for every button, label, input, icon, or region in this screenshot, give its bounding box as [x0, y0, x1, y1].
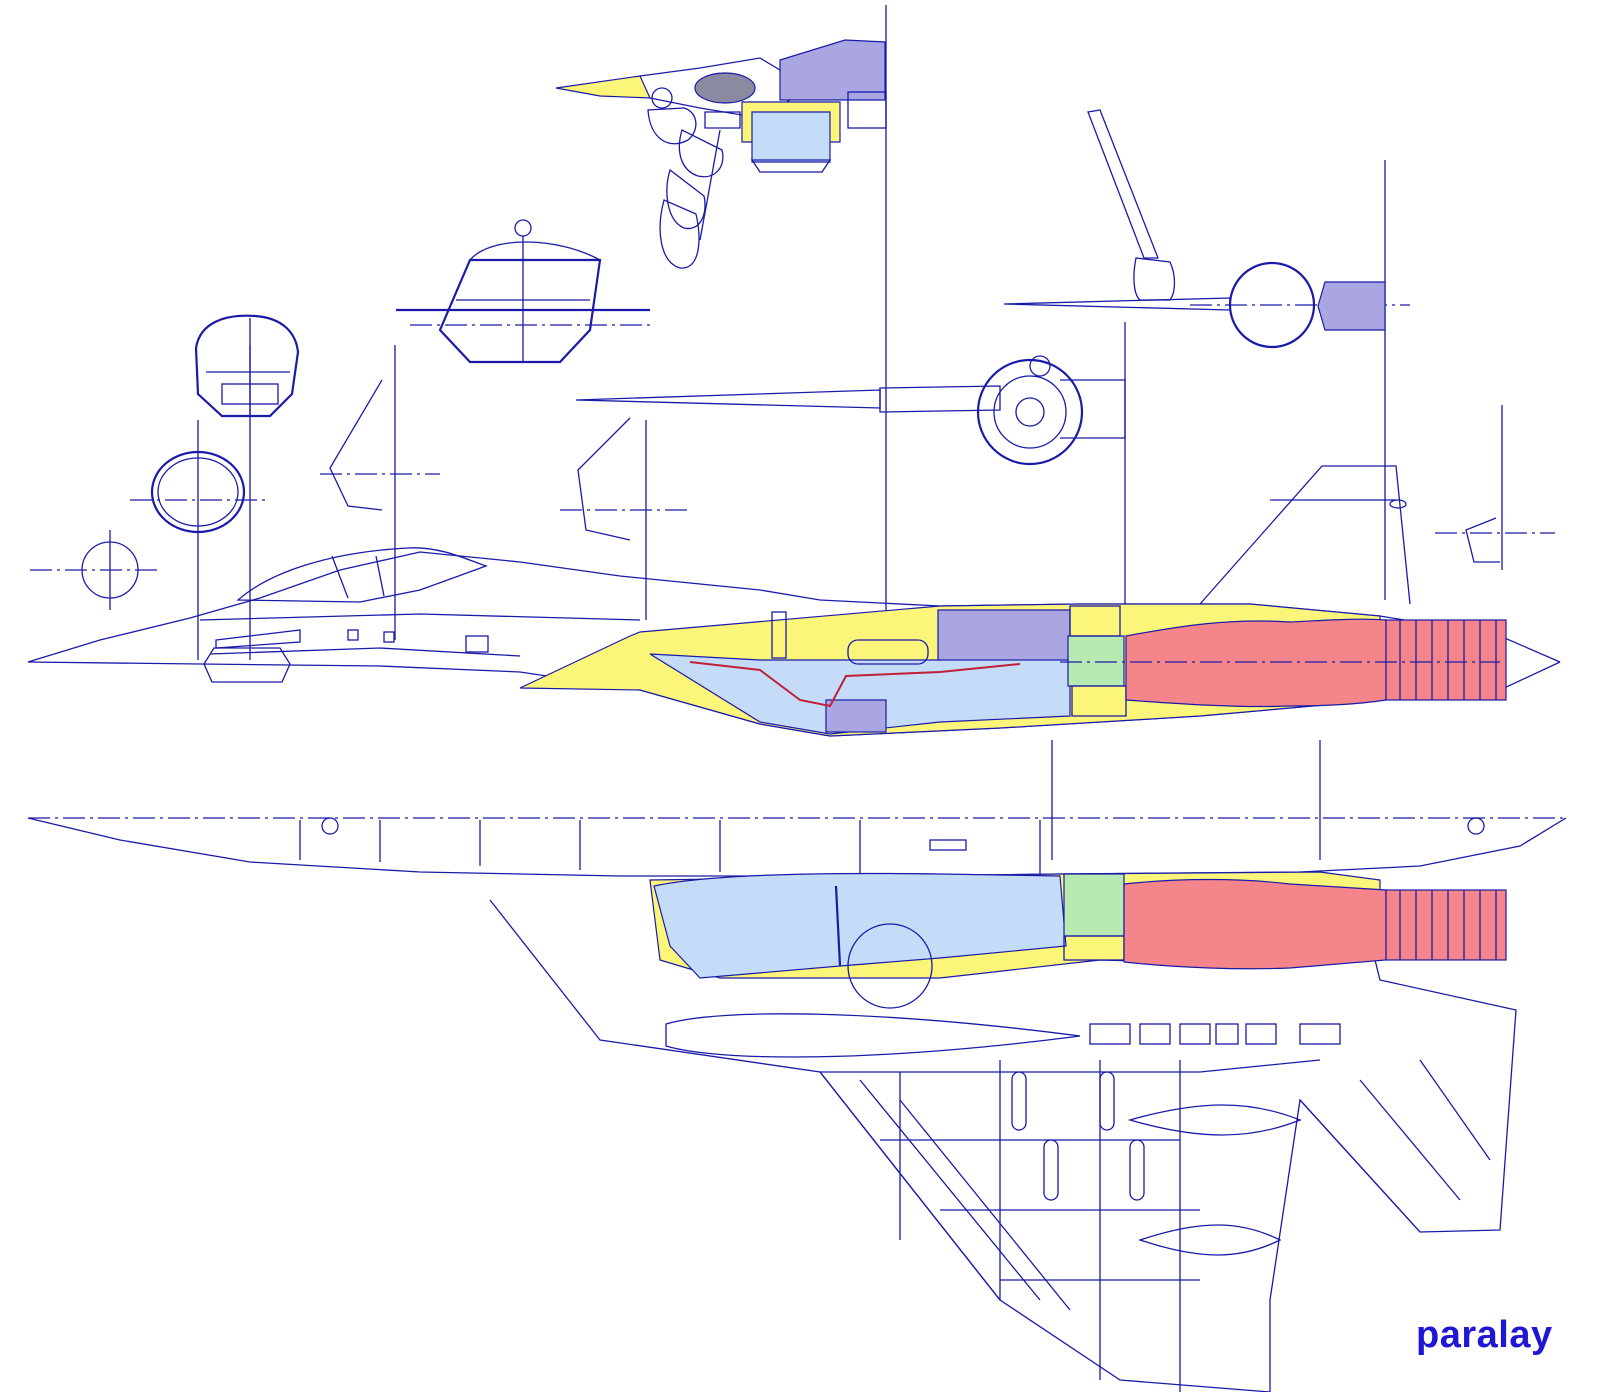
watermark-text: paralay: [1416, 1314, 1553, 1356]
plan-panels: [1011, 1023, 1341, 1201]
plan-view: [27, 817, 1567, 1392]
cross-section-fins: [329, 379, 1500, 563]
cross-section-wing-pylon: [1003, 109, 1386, 349]
cross-section-canopy: [194, 314, 300, 418]
plan-nozzle-petals: [1399, 890, 1497, 960]
cross-section-engine-face: [575, 355, 1126, 466]
cross-section-radome: [81, 530, 139, 610]
side-view: [27, 465, 1561, 737]
cross-section-intake: [555, 39, 887, 269]
cross-section-fuselage-mid: [396, 219, 650, 364]
cross-section-nose: [150, 450, 246, 534]
nozzle-petals: [1399, 620, 1497, 700]
